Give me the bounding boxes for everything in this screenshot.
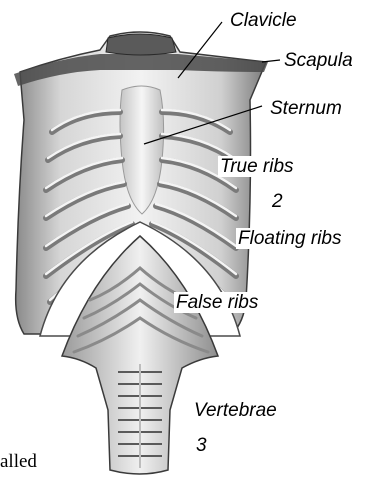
true-ribs-number: 2: [272, 192, 283, 211]
clavicle-label: Clavicle: [228, 10, 299, 31]
scapula-leader: [262, 60, 280, 62]
cut-off-text: alled: [0, 452, 37, 471]
sternum-label: Sternum: [268, 98, 344, 119]
false-ribs-label: False ribs: [174, 292, 260, 313]
true-ribs-label: True ribs: [218, 156, 296, 177]
neck-vertebrae: [106, 34, 176, 55]
vertebrae-label: Vertebrae: [192, 400, 279, 421]
vertebrae-number: 3: [196, 436, 207, 455]
scapula-label: Scapula: [282, 50, 355, 71]
floating-ribs-label: Floating ribs: [236, 228, 344, 249]
